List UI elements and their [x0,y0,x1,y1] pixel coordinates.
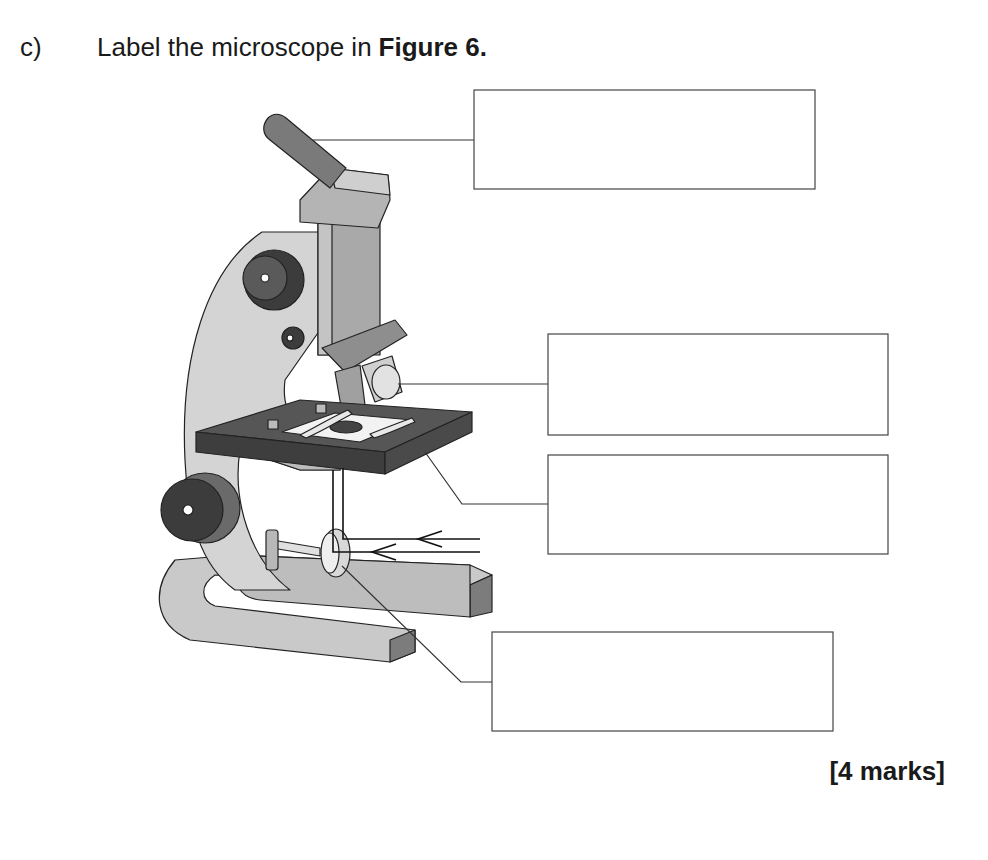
answer-boxes [474,90,888,731]
question-text: Label the microscope in [97,32,372,62]
objective-lens [362,356,402,402]
head [300,168,390,228]
fine-knob [244,250,304,310]
answer-box [548,334,888,435]
knob-dot [287,335,293,341]
figure-reference: Figure 6. [379,32,487,62]
marks-label: [4 marks] [829,756,945,786]
mirror-rod [272,540,320,556]
clip-screw [268,420,278,429]
light-path [333,468,480,560]
light-ray [343,468,480,539]
mirror-mount [266,530,278,570]
answer-box [548,455,888,554]
leader-line [425,452,548,504]
clip-screw [316,404,326,413]
light-ray [333,470,480,552]
answer-box [492,632,833,731]
objective-face [372,365,400,399]
fine-knob-face [243,256,287,300]
stage-clip [370,418,415,438]
knob-dot [183,505,193,515]
question-number: c) [20,32,42,62]
stage-clip [300,410,352,438]
arrow-head [418,531,442,547]
leader-line [312,139,474,140]
leader-lines [312,140,548,682]
mirror-face [321,533,339,573]
body-tube-light [318,220,332,355]
knob-dot [261,274,269,282]
base-foot [470,575,492,617]
leader-line [398,383,548,384]
base-foot [390,630,415,662]
coarse-knob [161,479,223,541]
eyepiece [264,114,346,188]
leader-line [342,566,492,682]
small-knob [282,327,304,349]
answer-box [474,90,815,189]
arrow-head [372,544,396,560]
microscope [159,114,492,662]
